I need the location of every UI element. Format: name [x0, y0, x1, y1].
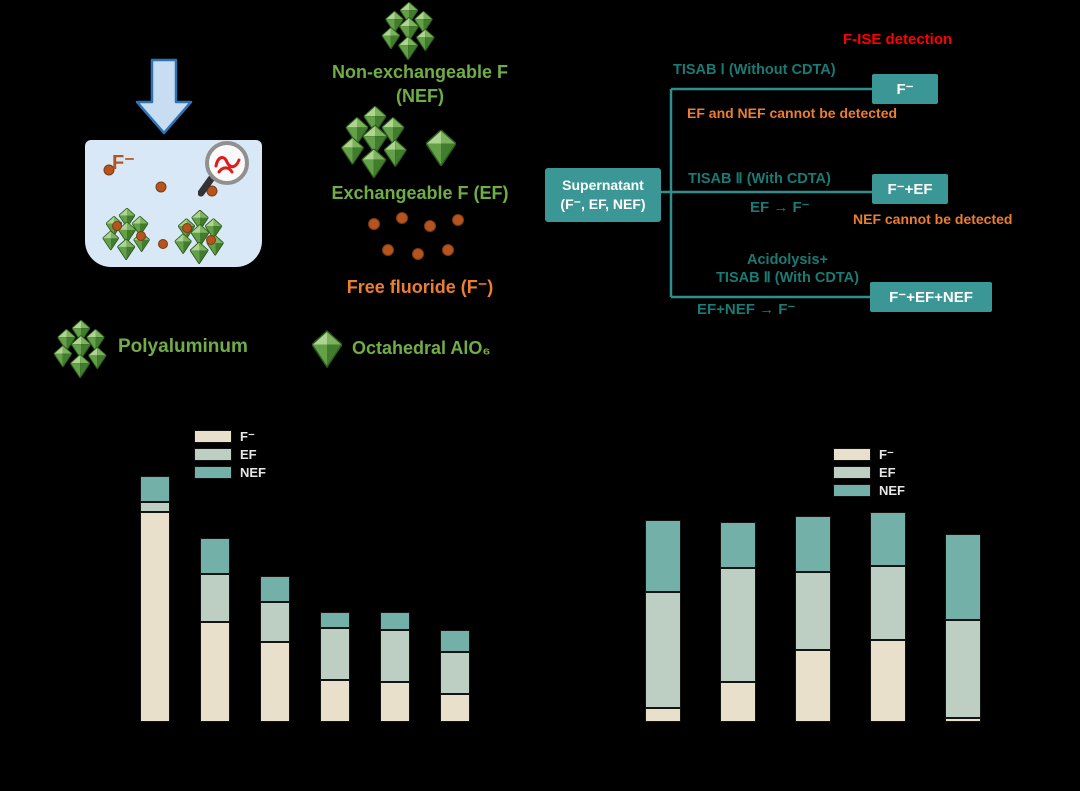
bar-segment-f — [440, 694, 470, 722]
bar-segment-f — [200, 622, 230, 722]
beaker-contents — [85, 164, 262, 267]
bar-segment-ef — [260, 602, 290, 642]
flow-connector-lines — [661, 87, 872, 299]
bar-segment-ef — [795, 572, 831, 650]
bar-segment-f — [870, 640, 906, 722]
stacked-bar — [440, 630, 470, 722]
branch1-note: EF and NEF cannot be detected — [687, 105, 898, 121]
bar-segment-nef — [380, 612, 410, 630]
ef-cluster-icon — [338, 106, 456, 182]
legend-label-ef: EF — [240, 447, 257, 462]
legend-swatch-nef — [833, 484, 871, 497]
branch2-note: NEF cannot be detected — [853, 211, 1013, 227]
stacked-bar — [380, 612, 410, 722]
branch2-label: TISAB Ⅱ (With CDTA) — [688, 171, 831, 187]
stacked-bar — [870, 512, 906, 722]
legend-row: F⁻ — [194, 428, 266, 444]
magnifier-icon — [198, 141, 249, 197]
supernatant-box: Supernatant (F⁻, EF, NEF) — [545, 168, 661, 222]
stacked-bar — [720, 522, 756, 722]
stacked-bar — [260, 576, 290, 722]
polyaluminum-label: Polyaluminum — [118, 336, 248, 357]
legend-row: EF — [833, 465, 905, 480]
beaker-fluoride-label: F⁻ — [112, 152, 135, 174]
nef-cluster-icon — [380, 2, 438, 60]
branch1-label: TISAB Ⅰ (Without CDTA) — [673, 62, 836, 78]
legend-row: NEF — [194, 465, 266, 480]
bar-segment-nef — [440, 630, 470, 652]
legend-label-nef: NEF — [240, 465, 266, 480]
legend-row: EF — [194, 447, 266, 462]
branch3-result-box: F⁻+EF+NEF — [870, 282, 992, 312]
stacked-bar — [140, 476, 170, 722]
bar-segment-ef — [200, 574, 230, 622]
stacked-bar — [645, 520, 681, 722]
supernatant-line2: (F⁻, EF, NEF) — [560, 196, 646, 212]
bar-segment-ef — [720, 568, 756, 682]
branch2-result-box: F⁻+EF — [872, 174, 948, 204]
bar-segment-nef — [795, 516, 831, 572]
bar-segment-ef — [870, 566, 906, 640]
bar-segment-f — [260, 642, 290, 722]
legend-swatch-f — [833, 448, 871, 461]
bar-segment-nef — [200, 538, 230, 574]
nef-abbr: (NEF) — [396, 86, 444, 106]
legend-label-f: F⁻ — [879, 446, 894, 462]
bar-segment-nef — [260, 576, 290, 602]
left-chart-legend: F⁻ EF NEF — [194, 428, 266, 480]
nef-title: Non-exchangeable F — [331, 62, 509, 82]
legend-row: F⁻ — [833, 446, 905, 462]
bar-segment-ef — [320, 628, 350, 680]
legend-swatch-f — [194, 430, 232, 443]
fise-detection-title: F-ISE detection — [843, 31, 953, 48]
stacked-bar — [795, 516, 831, 722]
bar-segment-f — [380, 682, 410, 722]
polyaluminum-icon — [52, 320, 110, 378]
bar-segment-nef — [720, 522, 756, 568]
free-fluoride-title: Free fluoride (F⁻) — [346, 277, 494, 297]
legend-label-ef: EF — [879, 465, 896, 480]
left-stacked-bar-chart — [140, 420, 470, 722]
legend-row: NEF — [833, 483, 905, 498]
bar-segment-f — [945, 718, 981, 722]
bar-segment-f — [720, 682, 756, 722]
stacked-bar — [200, 538, 230, 722]
free-fluoride-dots — [368, 212, 464, 260]
legend-label-f: F⁻ — [240, 428, 255, 444]
branch1-result-box: F⁻ — [872, 74, 938, 104]
legend-swatch-ef — [833, 466, 871, 479]
stacked-bar — [945, 534, 981, 722]
right-stacked-bar-chart — [645, 420, 981, 722]
right-chart-legend: F⁻ EF NEF — [833, 446, 905, 498]
supernatant-line1: Supernatant — [562, 177, 644, 193]
bar-segment-nef — [140, 476, 170, 502]
branch3-label-line1: Acidolysis+ — [747, 252, 828, 268]
bar-segment-f — [140, 512, 170, 722]
stacked-bar — [320, 612, 350, 722]
octahedral-label: Octahedral AlO₆ — [352, 338, 491, 358]
legend-label-nef: NEF — [879, 483, 905, 498]
bar-segment-ef — [645, 592, 681, 708]
bar-segment-ef — [945, 620, 981, 718]
branch3-reaction: EF+NEF → F⁻ — [697, 301, 796, 318]
ef-title: Exchangeable F (EF) — [331, 183, 509, 203]
legend-swatch-nef — [194, 466, 232, 479]
down-arrow-icon — [135, 58, 193, 135]
bar-segment-ef — [380, 630, 410, 682]
branch3-label-line2: TISAB Ⅱ (With CDTA) — [716, 270, 859, 286]
bar-segment-f — [320, 680, 350, 722]
bar-segment-nef — [645, 520, 681, 592]
octahedral-icon — [312, 330, 342, 368]
bar-segment-ef — [140, 502, 170, 512]
bar-segment-nef — [870, 512, 906, 566]
bar-segment-ef — [440, 652, 470, 694]
bar-segment-f — [645, 708, 681, 722]
branch2-reaction: EF → F⁻ — [750, 199, 810, 216]
bar-segment-nef — [945, 534, 981, 620]
bar-segment-nef — [320, 612, 350, 628]
bar-segment-f — [795, 650, 831, 722]
legend-swatch-ef — [194, 448, 232, 461]
